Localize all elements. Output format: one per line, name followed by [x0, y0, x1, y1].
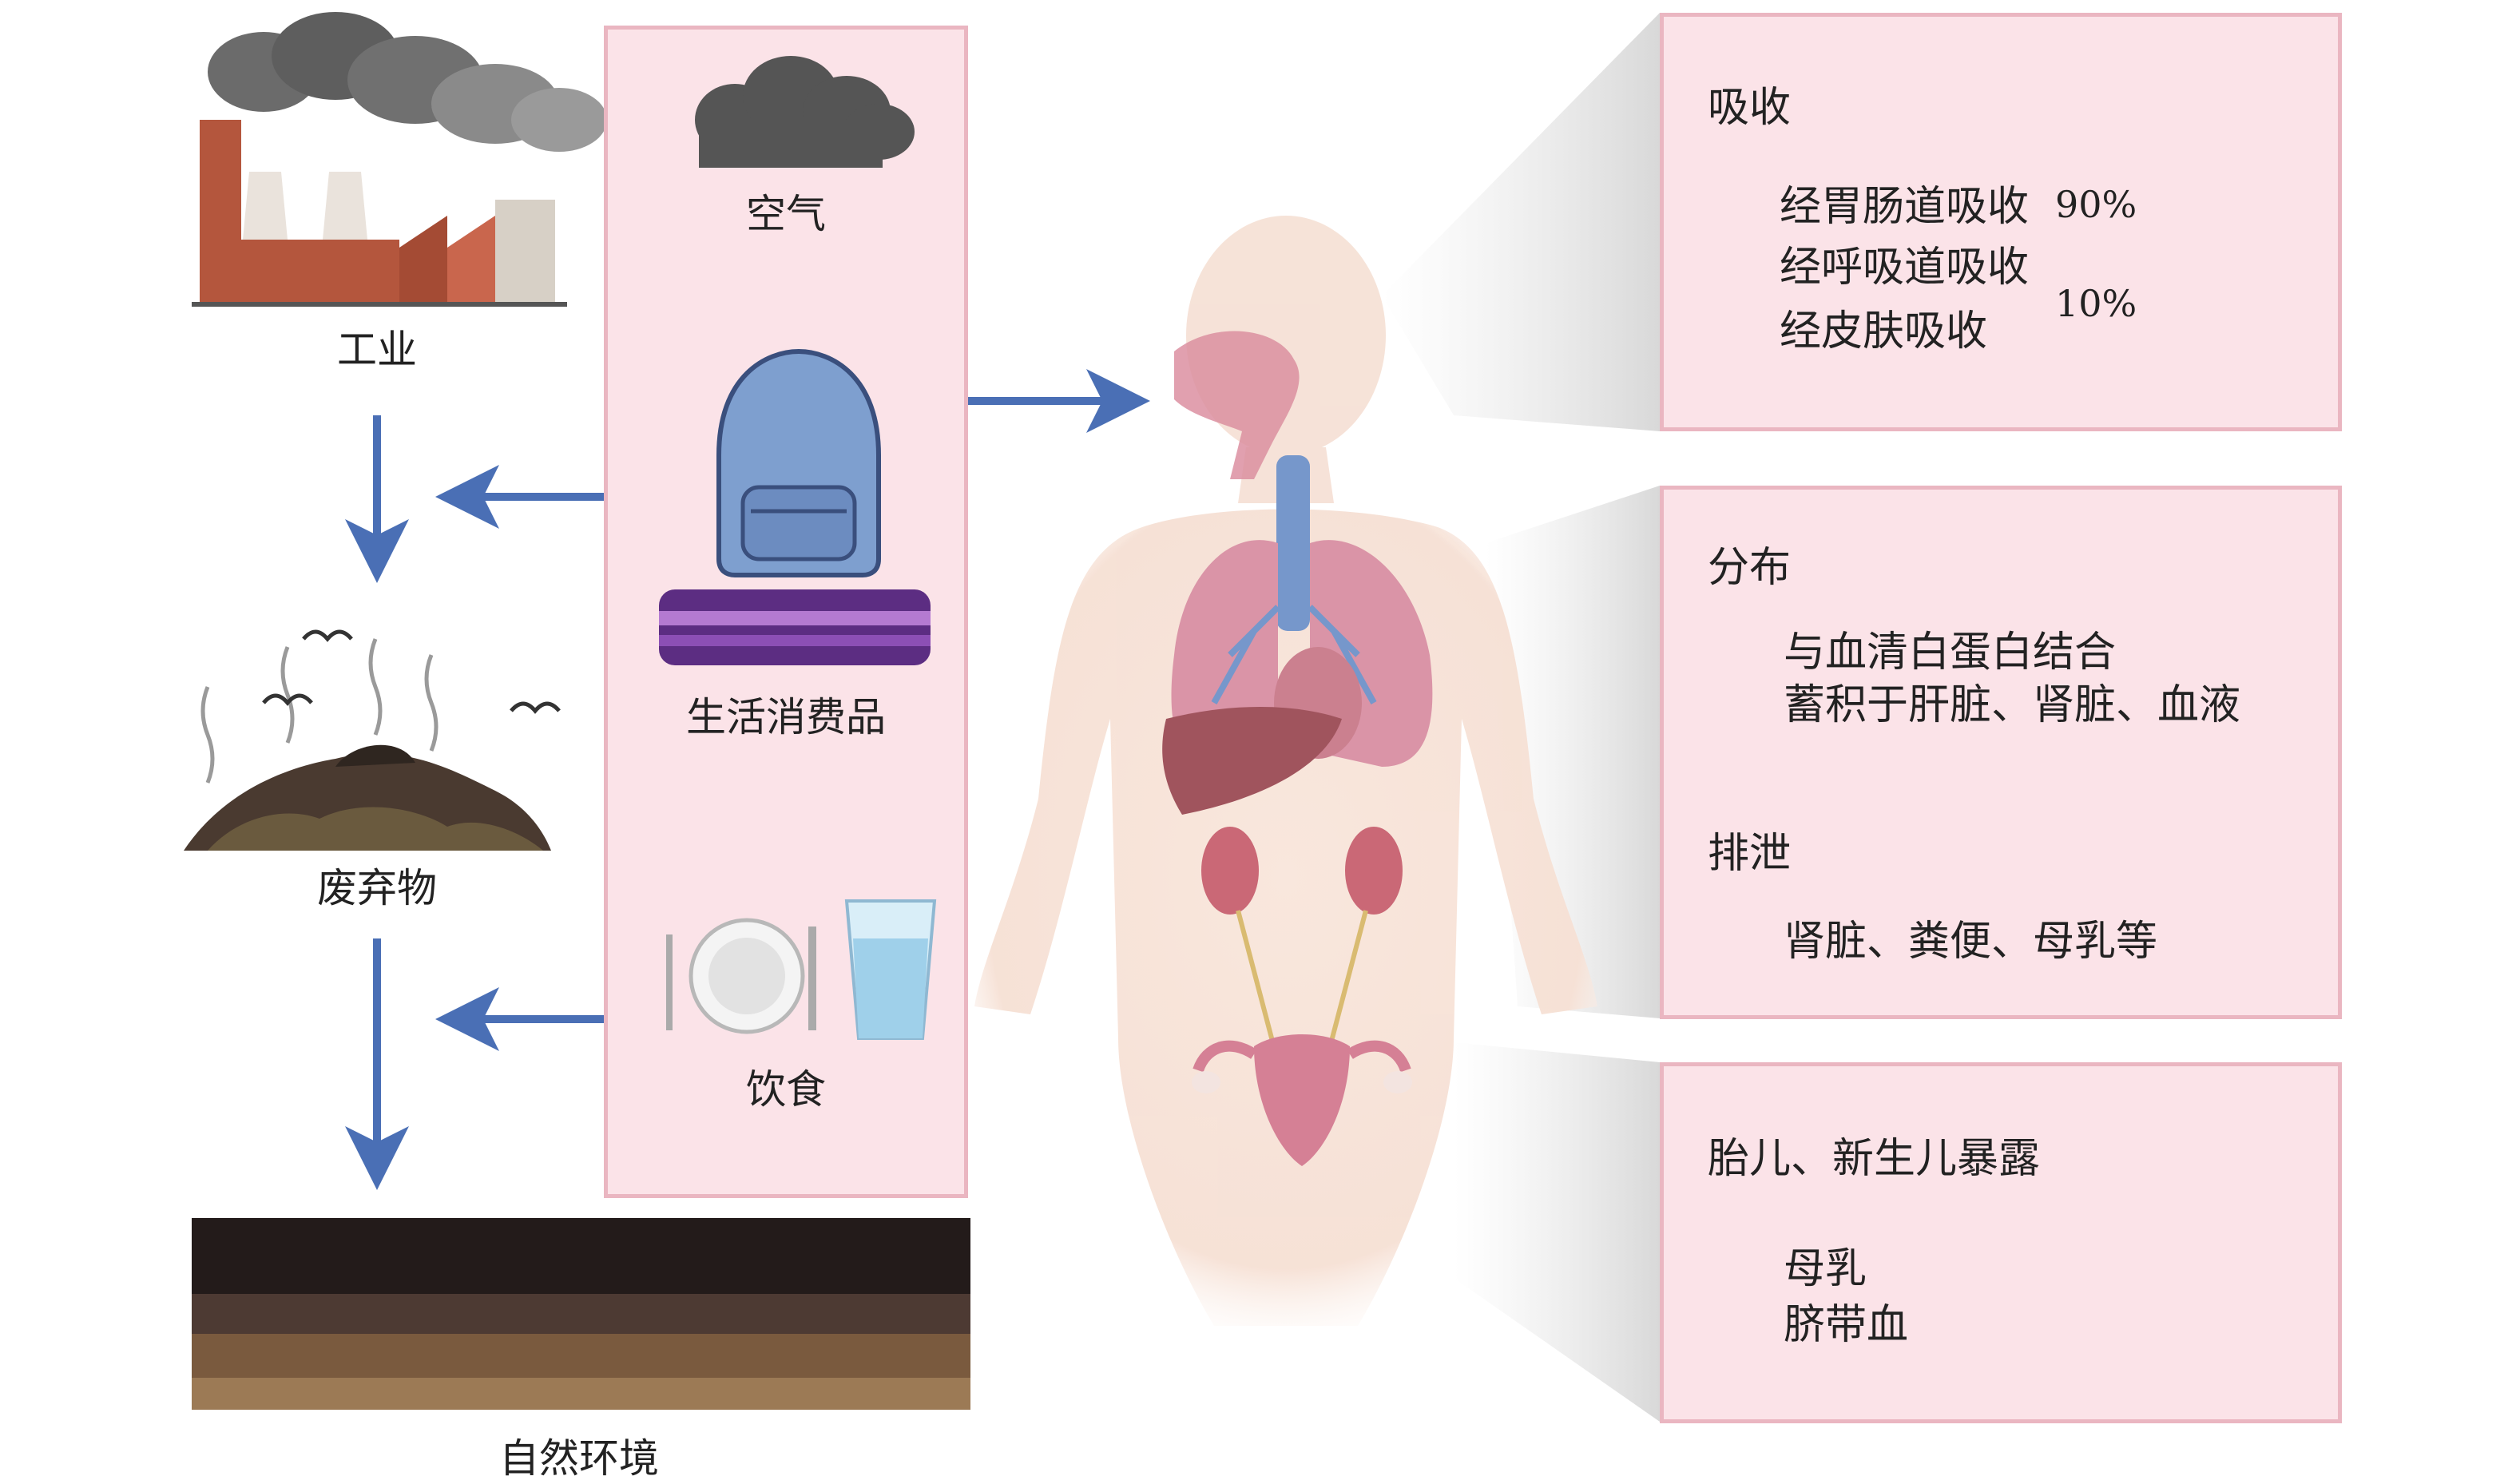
absorption-gi-percent: 90% [2055, 183, 2137, 226]
waste-pile-icon [184, 629, 561, 851]
distribution-line-1: 与血清白蛋白结合 [1784, 629, 2117, 677]
absorption-title: 吸收 [1708, 84, 1792, 132]
fetal-exposure-panel: 胎儿、新生儿暴露 母乳 脐带血 [1660, 1062, 2342, 1423]
distribution-excretion-panel: 分布 与血清白蛋白结合 蓄积于肝脏、肾脏、血液 排泄 肾脏、粪便、母乳等 [1660, 486, 2342, 1019]
air-cloud-icon [695, 56, 915, 168]
connector-fetal [1454, 1042, 1660, 1422]
label-air: 空气 [746, 191, 826, 237]
factory-icon [192, 12, 607, 307]
fetal-title: 胎儿、新生儿暴露 [1708, 1135, 2041, 1183]
absorption-resp: 经呼吸道吸收 [1780, 244, 2030, 292]
absorption-gi: 经胃肠道吸收 [1780, 183, 2030, 231]
absorption-panel: 吸收 经胃肠道吸收 90% 经呼吸道吸收 经皮肤吸收 10% [1660, 13, 2342, 431]
fetal-line-1: 母乳 [1784, 1245, 1867, 1293]
label-waste: 废弃物 [317, 865, 437, 911]
label-environment: 自然环境 [499, 1435, 659, 1482]
human-body [974, 216, 1597, 1326]
label-consumer-goods: 生活消费品 [686, 694, 886, 740]
textile-icon [659, 589, 931, 665]
absorption-other-percent: 10% [2055, 282, 2137, 325]
connector-absorption [1382, 13, 1660, 431]
plate-utensils-icon [666, 918, 816, 1034]
soil-layers-icon [192, 1218, 970, 1410]
distribution-title: 分布 [1708, 544, 1792, 592]
distribution-line-2: 蓄积于肝脏、肾脏、血液 [1784, 681, 2241, 729]
excretion-title: 排泄 [1708, 830, 1792, 878]
water-glass-icon [844, 899, 937, 1040]
label-diet: 饮食 [746, 1066, 826, 1113]
label-industry: 工业 [337, 327, 417, 373]
backpack-icon [716, 348, 881, 577]
fetal-line-2: 脐带血 [1784, 1301, 1909, 1349]
absorption-skin: 经皮肤吸收 [1780, 308, 1988, 355]
excretion-line-1: 肾脏、粪便、母乳等 [1784, 918, 2158, 966]
